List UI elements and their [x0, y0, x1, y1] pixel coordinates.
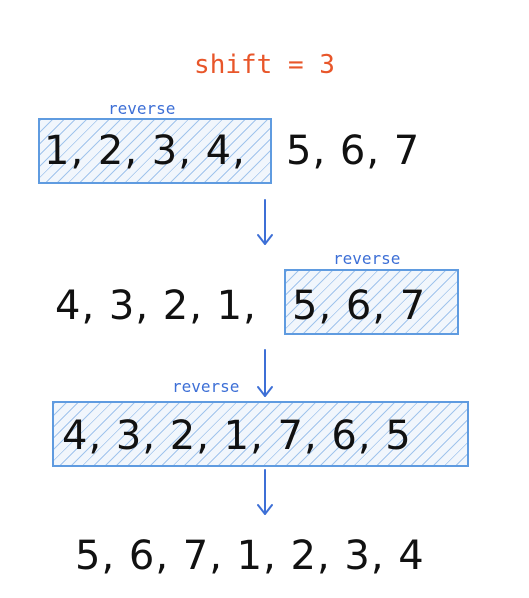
step-2-reversed-part: 5, 6, 7 [292, 283, 427, 329]
reverse-box-step-2 [284, 269, 459, 335]
result-sequence: 5, 6, 7, 1, 2, 3, 4 [75, 533, 425, 579]
down-arrow-icon [257, 349, 273, 397]
step-2-remaining-part: 4, 3, 2, 1, [55, 283, 257, 329]
reverse-box-step-3 [52, 401, 469, 467]
down-arrow-icon [257, 469, 273, 515]
step-3-reversed-sequence: 4, 3, 2, 1, 7, 6, 5 [62, 413, 412, 459]
step-1-reversed-part: 1, 2, 3, 4, [44, 128, 246, 174]
step-1-remaining-part: 5, 6, 7 [286, 128, 421, 174]
reverse-label-step-2: reverse [333, 249, 401, 268]
shift-title: shift = 3 [194, 50, 335, 80]
reverse-label-step-3: reverse [172, 377, 240, 396]
down-arrow-icon [257, 199, 273, 245]
reverse-label-step-1: reverse [108, 99, 176, 118]
reverse-box-step-1 [38, 118, 272, 184]
